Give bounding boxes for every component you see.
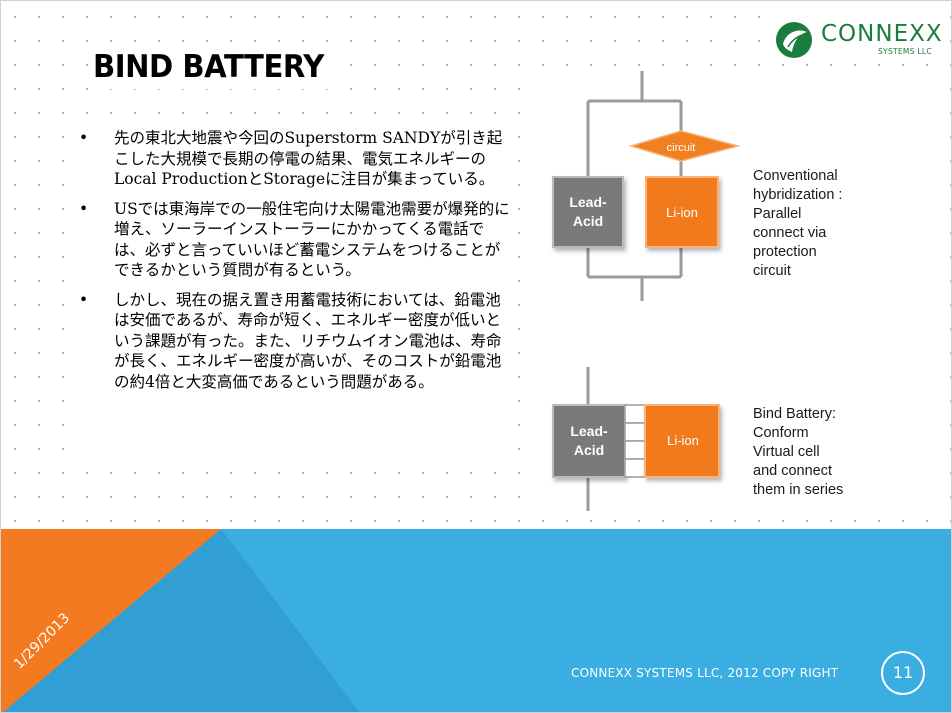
- li-ion-cell-top: [645, 176, 719, 248]
- caption-line: hybridization :: [753, 187, 843, 203]
- diagram-canvas: circuit Lead- Acid Li-ion Lead- Acid Li-…: [552, 71, 741, 511]
- caption-line: and connect: [753, 463, 833, 479]
- caption-line: Conform: [753, 425, 809, 441]
- bottom-caption: Bind Battery: Conform Virtual cell and c…: [753, 405, 843, 500]
- leaf-circle-logo-icon: [776, 22, 812, 58]
- lead-acid-label-bottom-1: Lead-: [570, 423, 608, 439]
- bullet-marker: •: [79, 290, 89, 309]
- caption-line: connect via: [753, 225, 827, 241]
- caption-line: circuit: [753, 263, 791, 279]
- bullet-item: • USでは東海岸での一般住宅向け太陽電池需要が爆発的に増え、ソーラーインストー…: [71, 199, 511, 281]
- page-number: 11: [881, 651, 925, 695]
- li-ion-label-top: Li-ion: [666, 205, 698, 220]
- caption-line: Bind Battery:: [753, 406, 837, 422]
- li-ion-label-bottom: Li-ion: [667, 433, 699, 448]
- logo-name: CONNEXX: [821, 21, 943, 47]
- top-caption: Conventional hybridization : Parallel co…: [753, 167, 842, 281]
- caption-line: Conventional: [753, 168, 838, 184]
- bullet-text: しかし、現在の据え置き用蓄電技術においては、鉛電池は安価であるが、寿命が短く、エ…: [114, 290, 502, 391]
- battery-diagram: circuit Lead- Acid Li-ion Lead- Acid Li-…: [541, 71, 941, 521]
- cell-connectors: [624, 404, 646, 478]
- lead-acid-cell-top: [552, 176, 624, 248]
- bullet-item: • 先の東北大地震や今回のSuperstorm SANDYが引き起こした大規模で…: [71, 128, 511, 190]
- title-backdrop: [89, 49, 334, 89]
- bullet-list: • 先の東北大地震や今回のSuperstorm SANDYが引き起こした大規模で…: [71, 128, 511, 401]
- bullet-item: • しかし、現在の据え置き用蓄電技術においては、鉛電池は安価であるが、寿命が短く…: [71, 290, 511, 393]
- lead-acid-cell-bottom: [552, 404, 626, 478]
- circuit-label: circuit: [667, 142, 696, 154]
- caption-line: protection: [753, 244, 817, 260]
- bullet-marker: •: [79, 199, 89, 218]
- lead-acid-label-bottom-2: Acid: [574, 442, 604, 458]
- caption-line: Virtual cell: [753, 444, 820, 460]
- circuit-diamond: [628, 130, 741, 162]
- company-logo: CONNEXX SYSTEMS LLC: [774, 19, 944, 61]
- footer-copyright: CONNEXX SYSTEMS LLC, 2012 COPY RIGHT: [571, 666, 839, 680]
- banner-orange: [1, 529, 221, 712]
- logo-subtitle: SYSTEMS LLC: [878, 47, 932, 56]
- caption-line: Parallel: [753, 206, 802, 222]
- li-ion-cell-bottom: [644, 404, 720, 478]
- lead-acid-label-top-1: Lead-: [569, 194, 607, 210]
- banner-dark: [3, 529, 360, 712]
- slide-title: BIND BATTERY: [93, 49, 324, 85]
- bullet-text: USでは東海岸での一般住宅向け太陽電池需要が爆発的に増え、ソーラーインストーラー…: [114, 199, 510, 280]
- text-backdrop: [69, 125, 514, 467]
- bullet-text: 先の東北大地震や今回のSuperstorm SANDYが引き起こした大規模で長期…: [114, 129, 503, 188]
- top-wiring: [586, 71, 683, 301]
- caption-line: them in series: [753, 482, 844, 498]
- lead-acid-label-top-2: Acid: [573, 213, 603, 229]
- bullet-marker: •: [79, 129, 89, 147]
- footer-banner: [1, 529, 951, 712]
